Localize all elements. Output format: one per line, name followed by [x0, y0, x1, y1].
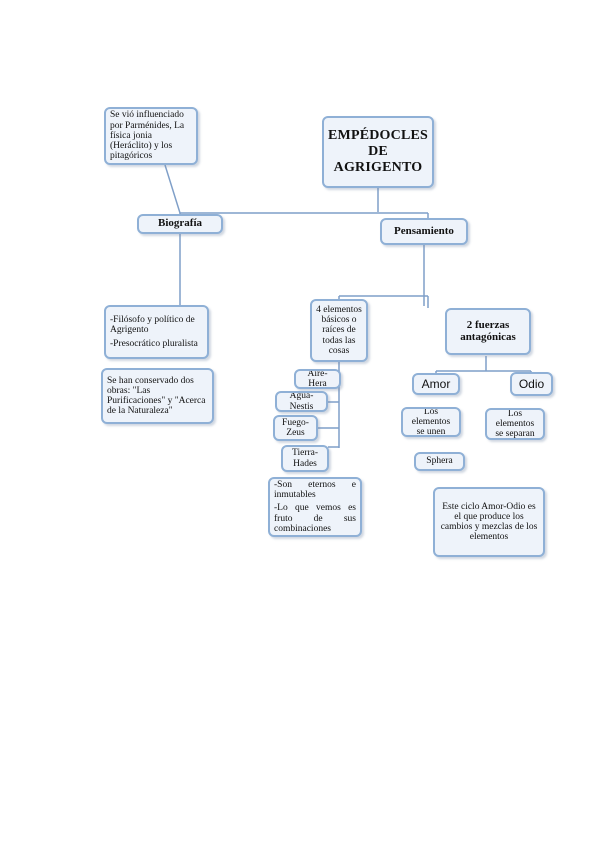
- pensamiento-label: Pensamiento: [394, 224, 454, 237]
- pensamiento-box: Pensamiento: [380, 218, 468, 245]
- elementos-text: 4 elementos básicos o raíces de todas la…: [316, 304, 362, 356]
- fuerzas-box: 2 fuerzas antagónicas: [445, 308, 531, 355]
- aire-box: Aire-Hera: [294, 369, 341, 389]
- bio-detail-2: -Presocrático pluralista: [110, 338, 198, 349]
- biografia-label: Biografía: [158, 217, 202, 230]
- separan-box: Los elementos se separan: [485, 408, 545, 440]
- ciclo-box: Este ciclo Amor-Odio es el que produce l…: [433, 487, 545, 557]
- odio-box: Odio: [510, 372, 553, 396]
- tierra-text: Tierra-Hades: [291, 448, 319, 469]
- amor-box: Amor: [412, 373, 460, 395]
- eternos-line-1: -Son eternos e inmutables: [274, 479, 356, 501]
- obras-box: Se han conservado dos obras: "Las Purifi…: [101, 368, 214, 424]
- unen-text: Los elementos se unen: [411, 407, 451, 437]
- influence-box: Se vió influenciado por Parménides, La f…: [104, 107, 198, 165]
- sphera-text: Sphera: [426, 456, 453, 467]
- fuego-box: Fuego-Zeus: [273, 415, 318, 441]
- bio-details-box: -Filósofo y político de Agrigento -Preso…: [104, 305, 209, 359]
- agua-text: Agua-Nestis: [289, 391, 314, 412]
- tierra-box: Tierra-Hades: [281, 445, 329, 472]
- aire-text: Aire-Hera: [307, 369, 328, 389]
- unen-box: Los elementos se unen: [401, 407, 461, 437]
- ciclo-text: Este ciclo Amor-Odio es el que produce l…: [440, 501, 538, 543]
- title-box: EMPÉDOCLES DE AGRIGENTO: [322, 116, 434, 188]
- odio-text: Odio: [518, 376, 545, 391]
- title-line-1: EMPÉDOCLES: [328, 127, 429, 143]
- fuerzas-text: 2 fuerzas antagónicas: [460, 318, 516, 343]
- obras-text: Se han conservado dos obras: "Las Purifi…: [107, 375, 206, 417]
- title-line-2: DE: [368, 143, 388, 159]
- influence-text: Se vió influenciado por Parménides, La f…: [110, 110, 185, 162]
- fuego-text: Fuego-Zeus: [282, 417, 309, 438]
- biografia-box: Biografía: [137, 214, 223, 234]
- bio-detail-1: -Filósofo y político de Agrigento: [110, 315, 195, 336]
- elementos-box: 4 elementos básicos o raíces de todas la…: [310, 299, 368, 362]
- connector-influence-to-biografia: [164, 164, 181, 214]
- agua-box: Agua-Nestis: [275, 391, 328, 412]
- sphera-box: Sphera: [414, 452, 465, 471]
- eternos-line-2: -Lo que vemos es fruto de sus combinacio…: [274, 503, 356, 534]
- separan-text: Los elementos se separan: [495, 408, 535, 440]
- title-line-3: AGRIGENTO: [333, 160, 423, 176]
- eternos-box: -Son eternos e inmutables -Lo que vemos …: [268, 477, 362, 537]
- amor-text: Amor: [421, 376, 451, 391]
